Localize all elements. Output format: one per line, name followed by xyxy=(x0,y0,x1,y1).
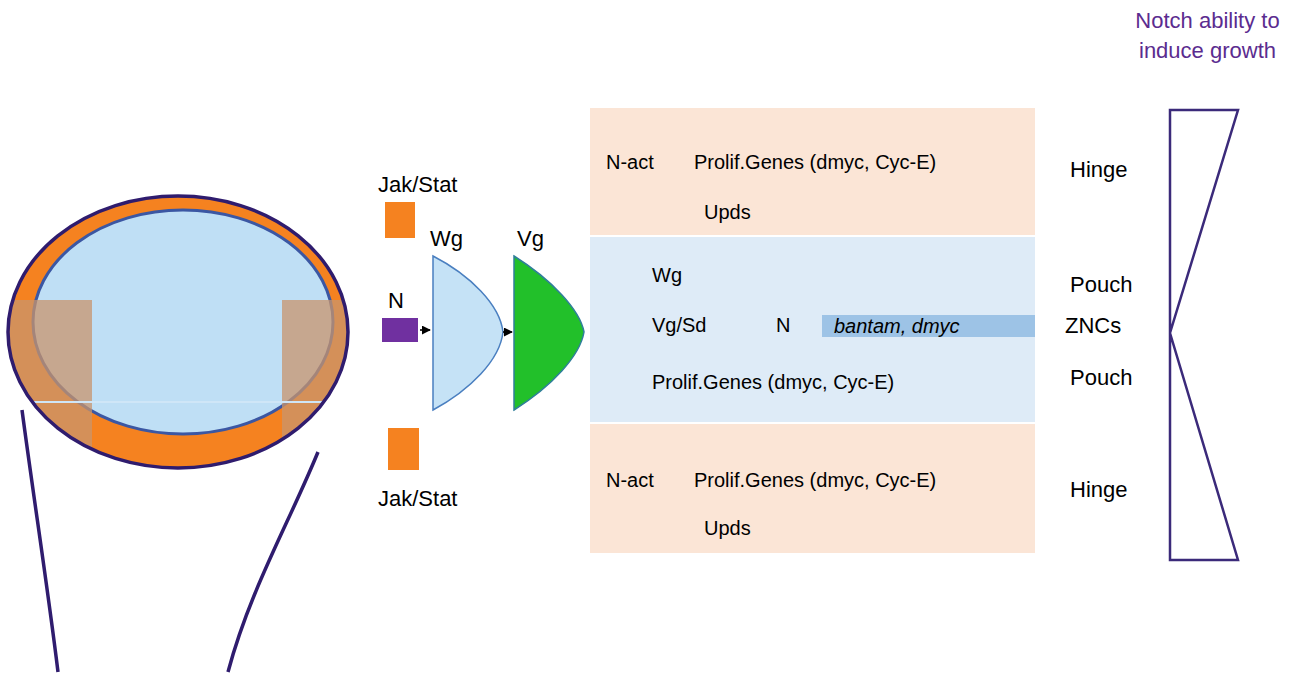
znc-band: bantam, dmycZNCs xyxy=(822,315,1035,337)
dv-boundary xyxy=(0,401,360,403)
region-label: Hinge xyxy=(1070,157,1127,183)
node-text: N-act xyxy=(606,468,654,492)
gene-node: Upds xyxy=(700,514,755,542)
hinge-panel: HingeN-actProlif.Genes (dmyc, Cyc-E)Upds xyxy=(590,108,1035,235)
node-text: Vg/Sd xyxy=(652,313,706,337)
jak-stat-source xyxy=(388,428,419,470)
gene-node: Prolif.Genes (dmyc, Cyc-E) xyxy=(690,148,940,176)
gradient-label: Vg xyxy=(517,226,544,252)
gene-node: Prolif.Genes (dmyc, Cyc-E) xyxy=(690,466,940,494)
axis-title: Notch ability to induce growth xyxy=(1120,6,1295,66)
pathway-label: N xyxy=(388,288,404,314)
gene-node: N-act xyxy=(602,148,658,176)
node-text: N xyxy=(776,313,790,337)
region-label: ZNCs xyxy=(1065,313,1121,339)
signal-arrow xyxy=(420,329,430,331)
node-text: Prolif.Genes (dmyc, Cyc-E) xyxy=(694,468,936,492)
node-text: Prolif.Genes (dmyc, Cyc-E) xyxy=(694,150,936,174)
pathway-label: Jak/Stat xyxy=(378,486,457,512)
gradient-label: Wg xyxy=(430,226,463,252)
wg-gradient xyxy=(433,256,503,410)
node-text: Prolif.Genes (dmyc, Cyc-E) xyxy=(652,370,894,394)
gene-node: N xyxy=(772,311,794,339)
gene-node: Wg xyxy=(648,261,686,289)
gene-node: Prolif.Genes (dmyc, Cyc-E) xyxy=(648,368,898,396)
node-text: Upds xyxy=(704,200,751,224)
gene-node: Upds xyxy=(700,198,755,226)
signal-arrow xyxy=(503,331,512,333)
node-text: N-act xyxy=(606,150,654,174)
vg-gradient xyxy=(514,256,584,410)
notum-outline xyxy=(22,410,58,672)
pathway-label: Jak/Stat xyxy=(378,172,457,198)
gene-node: Vg/Sd xyxy=(648,311,710,339)
hinge-overlap xyxy=(282,300,362,480)
disc-outline xyxy=(8,196,348,468)
pouch-panel: PouchPouchWgVg/SdNbantam, dmycZNCsProlif… xyxy=(590,237,1035,422)
growth-profile xyxy=(1170,110,1238,560)
region-label: Hinge xyxy=(1070,477,1127,503)
region-label: Pouch xyxy=(1070,365,1132,391)
hinge-panel: HingeN-actProlif.Genes (dmyc, Cyc-E)Upds xyxy=(590,424,1035,553)
node-text: Wg xyxy=(652,263,682,287)
notum-outline xyxy=(228,452,318,672)
jak-stat-source xyxy=(385,202,415,238)
gene-node: N-act xyxy=(602,466,658,494)
node-text: Upds xyxy=(704,516,751,540)
region-label: Pouch xyxy=(1070,272,1132,298)
region-label: bantam, dmyc xyxy=(834,314,960,338)
notch-source xyxy=(382,318,418,342)
hinge-overlap xyxy=(0,300,92,480)
